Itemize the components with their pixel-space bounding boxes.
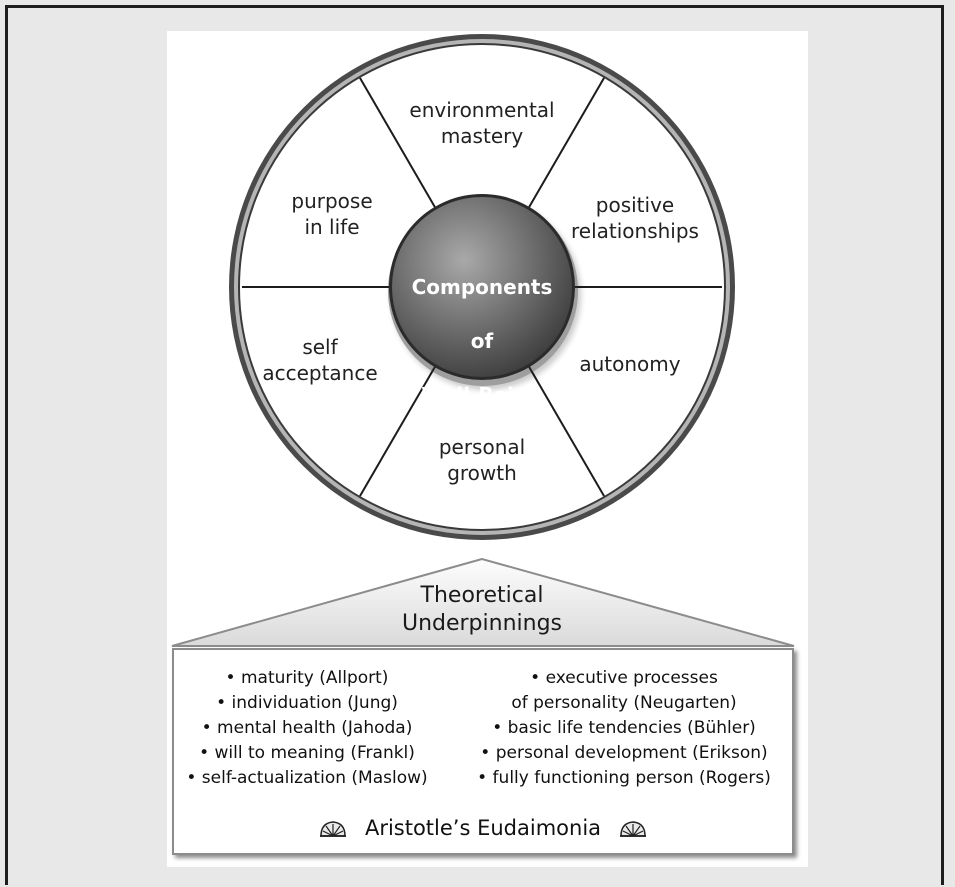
center-title-line-3: Well-Being [421, 383, 543, 407]
shell-ornament-icon [320, 821, 347, 837]
shell-ornament-icon [619, 821, 646, 837]
segment-personal-growth: personal growth [438, 435, 526, 485]
underpinning-item: • personal development (Erikson) [480, 743, 768, 763]
underpinning-item: • mental health (Jahoda) [201, 718, 413, 738]
divider-upper-left [359, 77, 437, 210]
segment-purpose-in-life: purpose in life [291, 189, 373, 239]
underpinning-item: • will to meaning (Frankl) [199, 743, 415, 763]
underpinnings-left-column: • maturity (Allport) • individuation (Ju… [182, 666, 432, 791]
segment-self-acceptance: self acceptance [262, 335, 378, 385]
underpinning-item: • individuation (Jung) [216, 693, 398, 713]
underpinnings-box: • maturity (Allport) • individuation (Ju… [172, 648, 794, 855]
center-hub [388, 194, 578, 386]
underpinning-item: • basic life tendencies (Bühler) [492, 718, 756, 738]
roof-triangle [171, 557, 795, 647]
foundation-text: Aristotle’s Eudaimonia [364, 816, 602, 840]
segment-environmental-mastery: environmental mastery [409, 98, 555, 148]
underpinning-item: of personality (Neugarten) [511, 693, 737, 713]
foundation: Aristotle’s Eudaimonia [174, 816, 792, 840]
underpinning-item: • executive processes [530, 668, 718, 688]
figure-frame [5, 5, 944, 885]
divider-lower-right [527, 364, 605, 497]
underpinning-item: • self-actualization (Maslow) [186, 768, 428, 788]
underpinnings-right-column: • executive processes of personality (Ne… [466, 666, 782, 791]
roof-title: Theoretical Underpinnings [401, 583, 563, 636]
segment-dividers [242, 77, 722, 497]
center-title-line-1: Components [411, 275, 553, 299]
segment-autonomy: autonomy [579, 352, 681, 376]
segment-positive-relationships: positive relationships [571, 193, 699, 243]
center-title-line-2: of [470, 329, 494, 353]
divider-lower-left [359, 364, 437, 497]
underpinning-item: • fully functioning person (Rogers) [477, 768, 771, 788]
underpinning-item: • maturity (Allport) [225, 668, 389, 688]
divider-upper-right [527, 77, 605, 210]
center-title: Components of Well-Being [392, 247, 572, 409]
